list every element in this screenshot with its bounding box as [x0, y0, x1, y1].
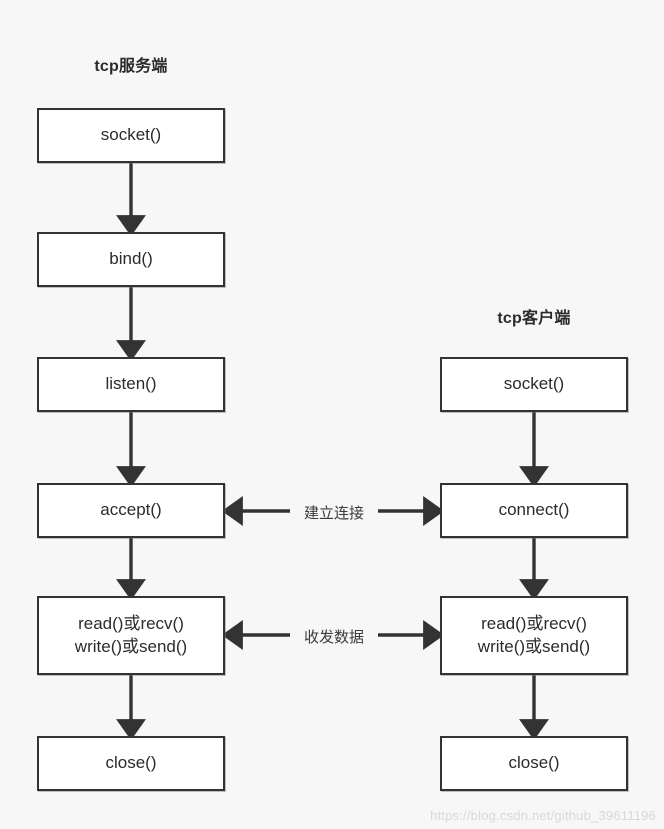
edge-label-data-transfer: 收发数据: [303, 629, 364, 646]
node-client-connect[interactable]: connect(): [440, 483, 628, 538]
node-server-listen[interactable]: listen(): [37, 357, 225, 412]
node-server-read-write[interactable]: read()或recv() write()或send(): [37, 596, 225, 675]
node-client-read-write[interactable]: read()或recv() write()或send(): [440, 596, 628, 675]
server-column-title: tcp服务端: [94, 58, 168, 75]
node-server-bind[interactable]: bind(): [37, 232, 225, 287]
watermark: https://blog.csdn.net/github_39611196: [430, 808, 656, 823]
node-server-accept[interactable]: accept(): [37, 483, 225, 538]
node-client-socket[interactable]: socket(): [440, 357, 628, 412]
edge-label-establish-connection: 建立连接: [303, 505, 364, 522]
node-server-close[interactable]: close(): [37, 736, 225, 791]
node-server-socket[interactable]: socket(): [37, 108, 225, 163]
node-client-close[interactable]: close(): [440, 736, 628, 791]
client-column-title: tcp客户端: [497, 310, 571, 327]
